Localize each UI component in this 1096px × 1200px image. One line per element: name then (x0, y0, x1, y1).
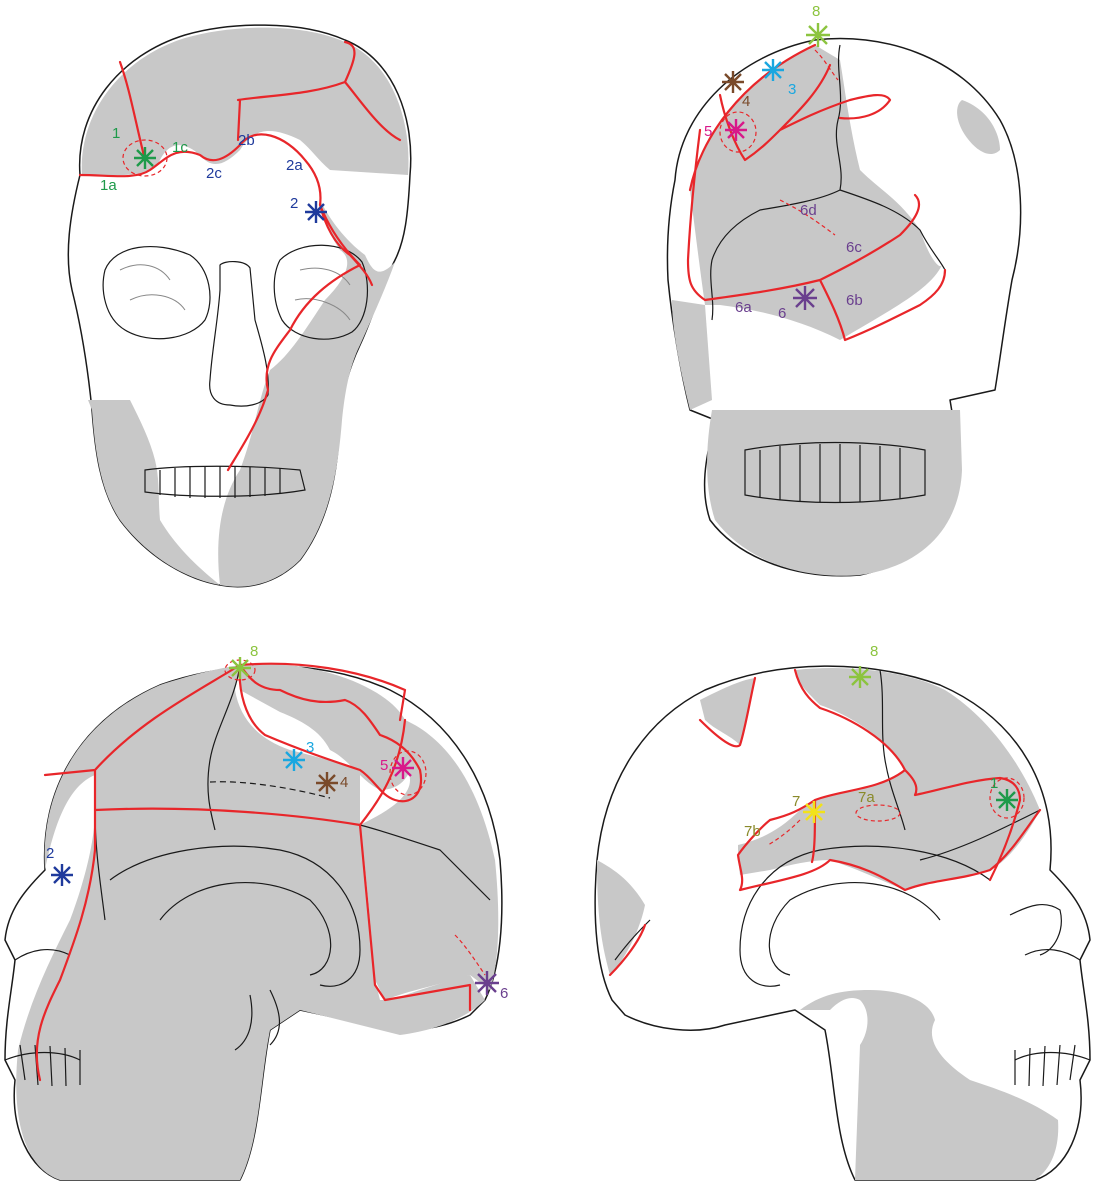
left-lateral-fracture-lines (35, 662, 472, 1082)
anterior-label-1: 1 (112, 125, 120, 142)
anterior-label-2: 2 (290, 195, 298, 212)
left-lateral-site-8-marker (229, 657, 251, 679)
anterior-label-2a: 2a (286, 157, 303, 174)
posterior-label-8: 8 (812, 3, 820, 20)
anterior-label-2b: 2b (238, 132, 255, 149)
right-lateral-site-8-marker (849, 666, 871, 688)
posterior-label-4: 4 (742, 93, 750, 110)
right-lateral-site-1-marker (996, 789, 1018, 811)
right-lateral-label-7b: 7b (744, 823, 761, 840)
left-lateral-label-3: 3 (306, 739, 314, 756)
left-lateral-label-5: 5 (380, 757, 388, 774)
posterior-site-6-marker (793, 286, 817, 310)
right-lateral-view: 8 1 7 7a 7b (594, 643, 1091, 1181)
posterior-fracture-lines (686, 43, 947, 342)
right-lateral-site-7-marker (803, 801, 825, 823)
anterior-site-2-marker (305, 201, 327, 223)
posterior-site-5-marker (725, 119, 747, 141)
posterior-label-6c: 6c (846, 239, 862, 256)
left-lateral-site-3-marker (283, 749, 305, 771)
anterior-site-1-marker (134, 147, 156, 169)
left-lateral-site-6-marker (475, 971, 499, 995)
posterior-label-5: 5 (704, 123, 712, 140)
right-lateral-label-7a: 7a (858, 789, 875, 806)
posterior-label-6a: 6a (735, 299, 752, 316)
anterior-view: 1 1a 1c 2 2a 2b 2c (67, 24, 412, 588)
posterior-site-3-marker (762, 59, 784, 81)
anterior-label-2c: 2c (206, 165, 222, 182)
anterior-fracture-lines (78, 40, 402, 472)
left-lateral-label-6: 6 (500, 985, 508, 1002)
posterior-site-8-marker (806, 23, 830, 47)
left-lateral-label-4: 4 (340, 774, 348, 791)
posterior-label-3: 3 (788, 81, 796, 98)
posterior-label-6: 6 (778, 305, 786, 322)
left-lateral-site-5-marker (392, 757, 414, 779)
right-lateral-fracture-lines (608, 668, 1042, 977)
posterior-site-4-marker (722, 71, 744, 93)
right-lateral-label-7: 7 (792, 793, 800, 810)
left-lateral-site-2-marker (51, 864, 73, 886)
left-lateral-label-8: 8 (250, 643, 258, 660)
left-lateral-view: 8 3 4 5 2 6 (4, 643, 508, 1181)
anterior-label-1c: 1c (172, 139, 188, 156)
posterior-label-6d: 6d (800, 202, 817, 219)
posterior-label-6b: 6b (846, 292, 863, 309)
right-lateral-label-1: 1 (990, 775, 998, 792)
posterior-view: 8 3 4 5 6 6a 6b 6c 6d (666, 3, 1022, 577)
left-lateral-site-4-marker (316, 772, 338, 794)
right-lateral-label-8: 8 (870, 643, 878, 660)
anterior-label-1a: 1a (100, 177, 117, 194)
left-lateral-label-2: 2 (46, 845, 54, 862)
